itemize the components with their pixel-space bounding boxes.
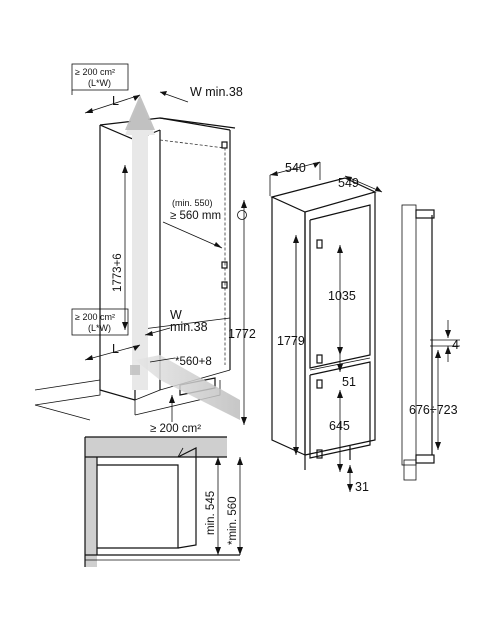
dim-depth-549: 549 xyxy=(338,175,383,193)
dim-W-mid: W min.38 xyxy=(144,308,208,336)
svg-text:1772: 1772 xyxy=(228,327,256,341)
svg-text:W min.38: W min.38 xyxy=(190,85,243,99)
dim-min-560-star: *min. 560 xyxy=(227,457,243,555)
vent-mid-callout: ≥ 200 cm² (L*W) xyxy=(71,308,129,336)
dim-min-560: (min. 550) ≥ 560 mm xyxy=(162,198,247,249)
svg-text:*min. 560: *min. 560 xyxy=(227,496,239,545)
appliance xyxy=(270,177,377,470)
dim-min-545: min. 545 xyxy=(205,457,221,555)
svg-text:51: 51 xyxy=(342,375,356,389)
dim-width-540: 540 xyxy=(269,161,321,196)
svg-text:L: L xyxy=(112,94,119,108)
svg-text:L: L xyxy=(112,342,119,356)
svg-text:(L*W): (L*W) xyxy=(88,323,111,333)
svg-text:min.38: min.38 xyxy=(170,320,208,334)
dim-height-1772: 1772 xyxy=(228,200,256,425)
svg-text:≥ 560 mm: ≥ 560 mm xyxy=(170,210,221,222)
svg-text:1779: 1779 xyxy=(277,334,305,348)
svg-text:645: 645 xyxy=(329,419,350,433)
svg-text:676÷723: 676÷723 xyxy=(409,403,458,417)
svg-text:≥ 200 cm²: ≥ 200 cm² xyxy=(75,67,115,77)
svg-text:(L*W): (L*W) xyxy=(88,78,111,88)
dim-depth-560: *560+8 xyxy=(149,356,212,368)
svg-text:31: 31 xyxy=(355,480,369,494)
svg-text:min. 545: min. 545 xyxy=(205,491,217,535)
dim-door-range: 676÷723 xyxy=(409,350,458,450)
svg-text:≥ 200 cm²: ≥ 200 cm² xyxy=(75,312,115,322)
svg-text:549: 549 xyxy=(338,176,359,190)
svg-text:1035: 1035 xyxy=(328,289,356,303)
dim-L-bottom: L xyxy=(84,342,141,361)
dim-foot-31: 31 xyxy=(347,465,369,494)
dim-gap-51: 51 xyxy=(337,355,356,389)
svg-text:≥ 200 cm²: ≥ 200 cm² xyxy=(150,423,201,435)
svg-text:(min. 550): (min. 550) xyxy=(172,198,213,208)
svg-text:540: 540 xyxy=(285,161,306,175)
detail-section xyxy=(84,436,240,567)
vent-top-callout: ≥ 200 cm² (L*W) xyxy=(71,63,129,95)
dim-niche-height: 1773+6 xyxy=(112,165,128,330)
dim-W-top: W min.38 xyxy=(159,85,243,103)
svg-text:W: W xyxy=(170,308,182,322)
dim-freezer-645: 645 xyxy=(329,390,350,472)
dim-height-1779: 1779 xyxy=(277,235,305,455)
svg-text:1773+6: 1773+6 xyxy=(112,253,124,292)
svg-text:4: 4 xyxy=(452,338,459,352)
dim-fridge-1035: 1035 xyxy=(328,245,356,355)
cabinet-niche xyxy=(34,95,240,421)
svg-text:*560+8: *560+8 xyxy=(175,356,212,368)
dim-L-top: L xyxy=(84,94,141,114)
dim-door-gap-4: 4 xyxy=(430,320,460,362)
vent-bottom-callout: ≥ 200 cm² xyxy=(150,395,201,435)
furniture-door-side xyxy=(401,204,435,481)
